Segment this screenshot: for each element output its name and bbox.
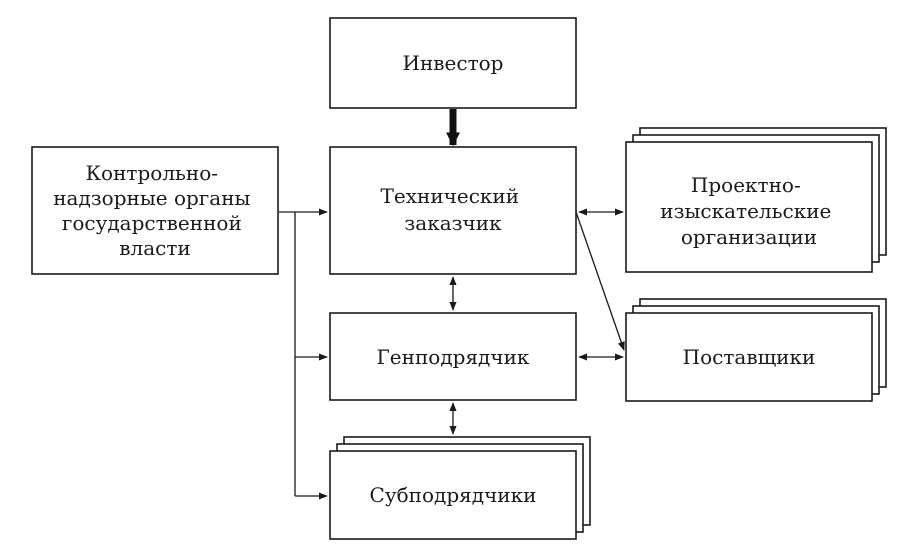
control-label-line: Контрольно- (86, 161, 218, 185)
design-label-line: организации (681, 225, 817, 249)
investor-node: Инвестор (329, 17, 577, 109)
control-label-line: власти (119, 236, 190, 260)
subcontractors-label-line: Субподрядчики (370, 483, 537, 507)
design-node: Проектно- изыскательские организации (625, 127, 887, 273)
general-contractor-label: Генподрядчик (377, 345, 530, 369)
subcontractors-label: Субподрядчики (370, 483, 537, 507)
customer-label-line: заказчик (404, 211, 502, 235)
customer-node: Технический заказчик (329, 146, 577, 275)
design-label-line: изыскательские (660, 199, 831, 223)
suppliers-label: Поставщики (683, 345, 816, 369)
design-label: Проектно- изыскательские организации (660, 173, 838, 249)
control-label-line: государственной (62, 211, 242, 235)
subcontractors-node: Субподрядчики (329, 436, 591, 540)
control-label-line: надзорные органы (53, 186, 250, 210)
suppliers-node: Поставщики (625, 298, 887, 402)
general-contractor-node: Генподрядчик (329, 312, 577, 401)
suppliers-label-line: Поставщики (683, 345, 816, 369)
control-node: Контрольно- надзорные органы государстве… (31, 146, 279, 275)
general-contractor-label-line: Генподрядчик (377, 345, 530, 369)
customer-label-line: Технический (381, 184, 520, 208)
customer-suppliers-arrow (575, 211, 625, 351)
design-label-line: Проектно- (691, 173, 801, 197)
control-label: Контрольно- надзорные органы государстве… (53, 161, 257, 260)
investor-label-line: Инвестор (403, 51, 504, 75)
investor-label: Инвестор (403, 51, 504, 75)
customer-label: Технический заказчик (381, 184, 526, 235)
